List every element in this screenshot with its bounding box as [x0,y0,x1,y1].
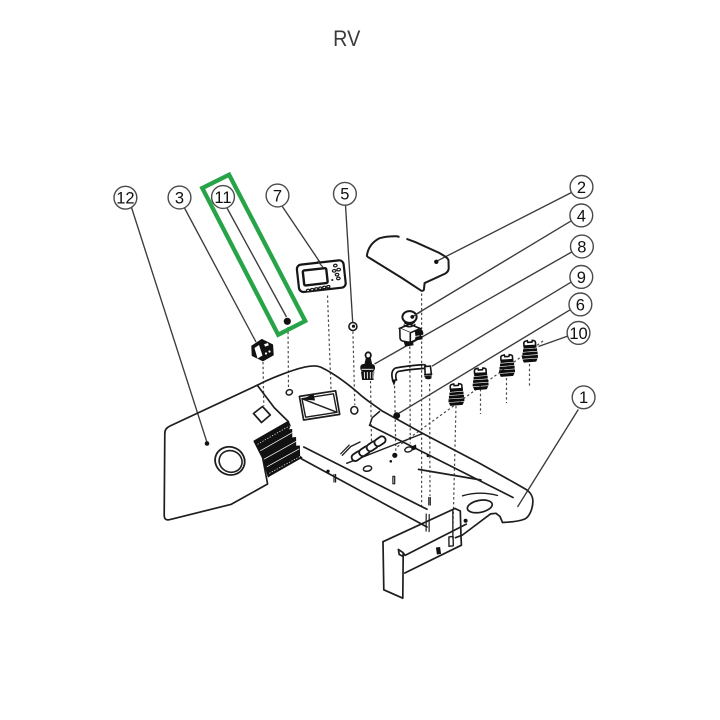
svg-text:8: 8 [577,238,586,256]
svg-text:6: 6 [576,296,585,314]
svg-text:12: 12 [116,190,134,208]
svg-text:1: 1 [579,389,588,407]
svg-text:4: 4 [577,207,586,225]
svg-text:10: 10 [569,325,587,343]
svg-text:9: 9 [577,269,586,287]
svg-text:2: 2 [577,179,586,197]
svg-text:11: 11 [214,189,231,207]
svg-text:RV: RV [333,27,360,51]
svg-text:7: 7 [273,187,282,205]
svg-text:5: 5 [340,186,349,204]
svg-text:3: 3 [175,189,184,207]
